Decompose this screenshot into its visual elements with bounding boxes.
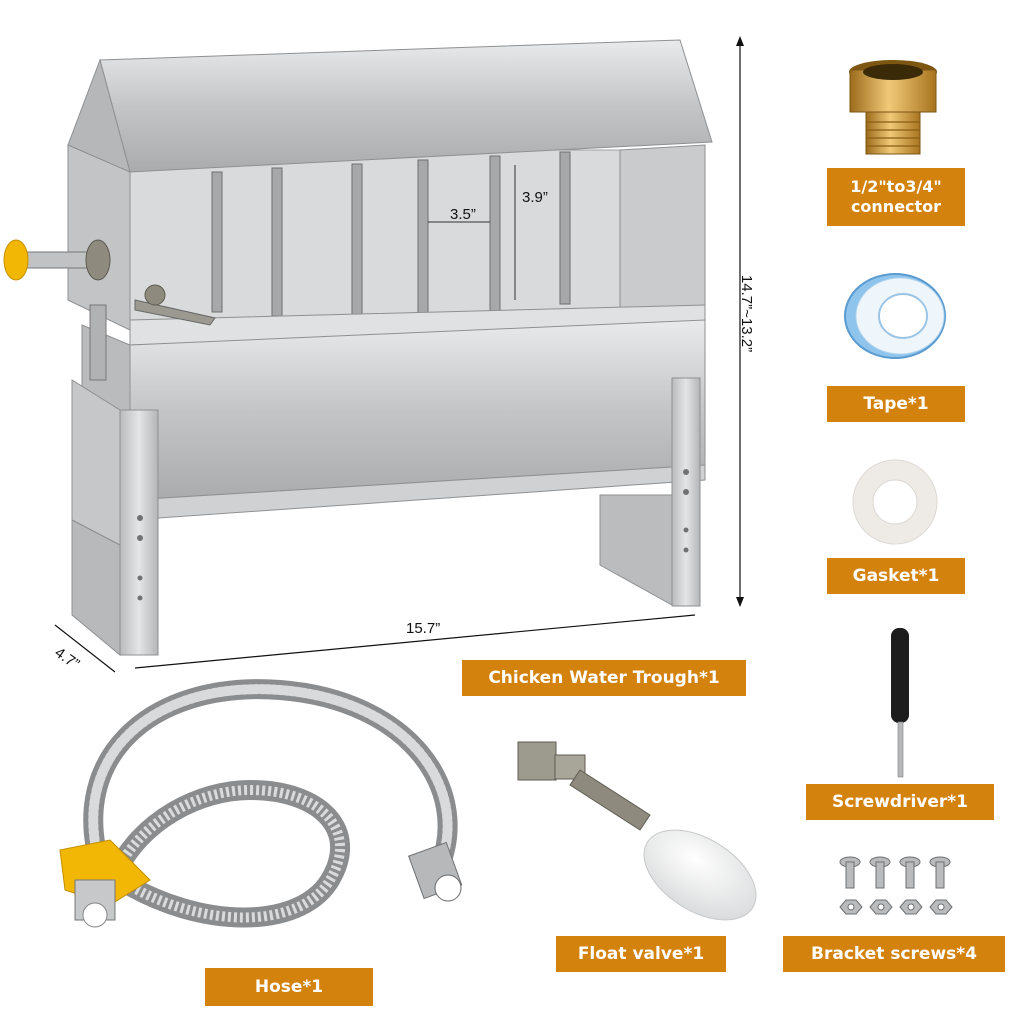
height-dim: 14.7”~13.2” [738, 274, 756, 353]
bracket-screws-image [839, 856, 953, 915]
screwdriver-image [891, 628, 909, 778]
hose-image [59, 679, 463, 928]
screwdriver-label: Screwdriver*1 [806, 784, 994, 820]
tape-label: Tape*1 [827, 386, 965, 422]
float-valve-label: Float valve*1 [556, 936, 726, 972]
gasket-label: Gasket*1 [827, 558, 965, 594]
hose-label: Hose*1 [205, 968, 373, 1006]
connector-label-line2: connector [850, 197, 942, 216]
gasket-image [852, 459, 938, 545]
connector-label-line1: 1/2"to3/4" [850, 177, 942, 196]
bracket-screws-label: Bracket screws*4 [783, 936, 1005, 972]
connector-image [849, 60, 937, 155]
inner-height-dim: 3.9” [522, 189, 548, 206]
tape-image [844, 273, 946, 359]
dimension-lines [54, 36, 744, 673]
trough-image [3, 39, 713, 657]
length-dim: 15.7” [406, 620, 441, 637]
inner-width-dim: 3.5” [450, 206, 476, 223]
float-valve-image [517, 741, 757, 921]
trough-label: Chicken Water Trough*1 [462, 660, 746, 696]
connector-label: 1/2"to3/4" connector [827, 168, 965, 226]
